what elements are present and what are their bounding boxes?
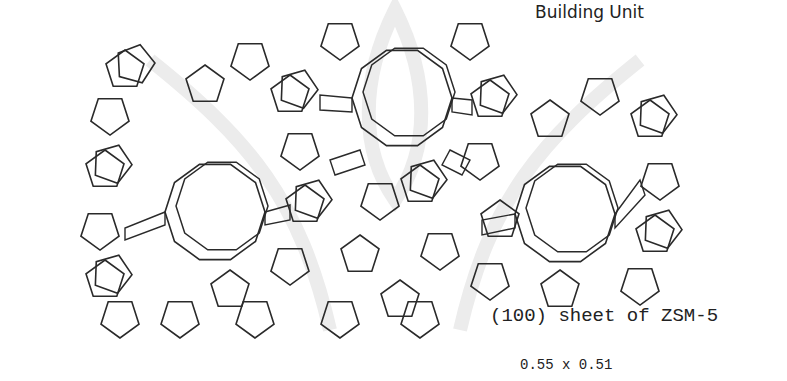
ten-ring-channels [165,48,618,261]
pentasil-units [75,13,687,338]
figure-label: (100) sheet of ZSM-5 [490,305,718,327]
ring-bridges [125,95,645,240]
dimension-label: 0.55 x 0.51 [520,357,612,373]
watermark [150,10,640,330]
cut-heading: Building Unit [535,2,644,22]
